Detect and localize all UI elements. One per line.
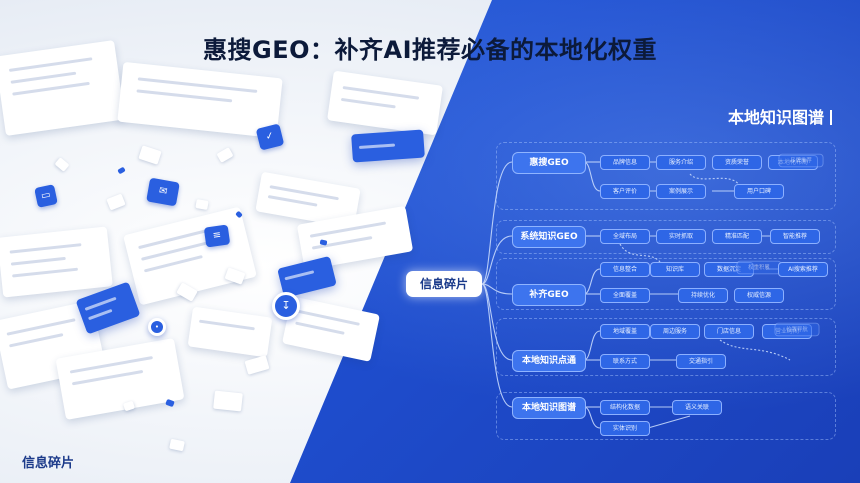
branch-group	[496, 220, 836, 254]
leaf-node: 门店信息	[704, 324, 754, 339]
leaf-node: 地域覆盖	[600, 324, 650, 339]
leaf-node: 权威信源	[734, 288, 784, 303]
leaf-node: 智能推荐	[770, 229, 820, 244]
image-icon: •	[148, 318, 166, 336]
leaf-node: 资质荣誉	[712, 155, 762, 170]
knowledge-graph-heading: 本地知识图谱	[728, 104, 832, 128]
branch-node: 补齐GEO	[512, 284, 586, 306]
branch-node: 本地知识点通	[512, 350, 586, 372]
leaf-node: 客户评价	[600, 184, 650, 199]
leaf-node: 案例展示	[656, 184, 706, 199]
leaf-node: 全面覆盖	[600, 288, 650, 303]
branch-node: 本地知识图谱	[512, 397, 586, 419]
leaf-node: 服务介绍	[656, 155, 706, 170]
leaf-node: 知识库	[650, 262, 700, 277]
leaf-node: 结构化数据	[600, 400, 650, 415]
leaf-node: 联系方式	[600, 354, 650, 369]
branch-group	[496, 142, 836, 210]
leaf-node: 实时抓取	[656, 229, 706, 244]
leaf-node: 品牌推荐	[778, 153, 824, 168]
branch-group	[496, 318, 836, 376]
leaf-node: 全域布局	[600, 229, 650, 244]
mindmap-root: 信息碎片	[406, 271, 482, 297]
branch-node: 惠搜GEO	[512, 152, 586, 174]
branch-group	[496, 258, 836, 310]
leaf-node: 语义关联	[672, 400, 722, 415]
leaf-node: 交通指引	[676, 354, 726, 369]
leaf-node: 实体识别	[600, 421, 650, 436]
leaf-node: AI搜索推荐	[778, 262, 828, 277]
leaf-node: 精准匹配	[712, 229, 762, 244]
leaf-node: 信息整合	[600, 262, 650, 277]
branch-group	[496, 392, 836, 440]
page-title: 惠搜GEO：补齐AI推荐必备的本地化权重	[203, 36, 657, 64]
branch-node: 系统知识GEO	[512, 226, 586, 248]
leaf-node: 品牌信息	[600, 155, 650, 170]
leaf-node: 权重积累	[736, 260, 782, 275]
leaf-node: 位置导航	[774, 322, 820, 337]
fragments-label: 信息碎片	[22, 456, 75, 471]
leaf-node: 持续优化	[678, 288, 728, 303]
link-icon: ↧	[272, 292, 300, 320]
leaf-node: 周边服务	[650, 324, 700, 339]
leaf-node: 用户口碑	[734, 184, 784, 199]
